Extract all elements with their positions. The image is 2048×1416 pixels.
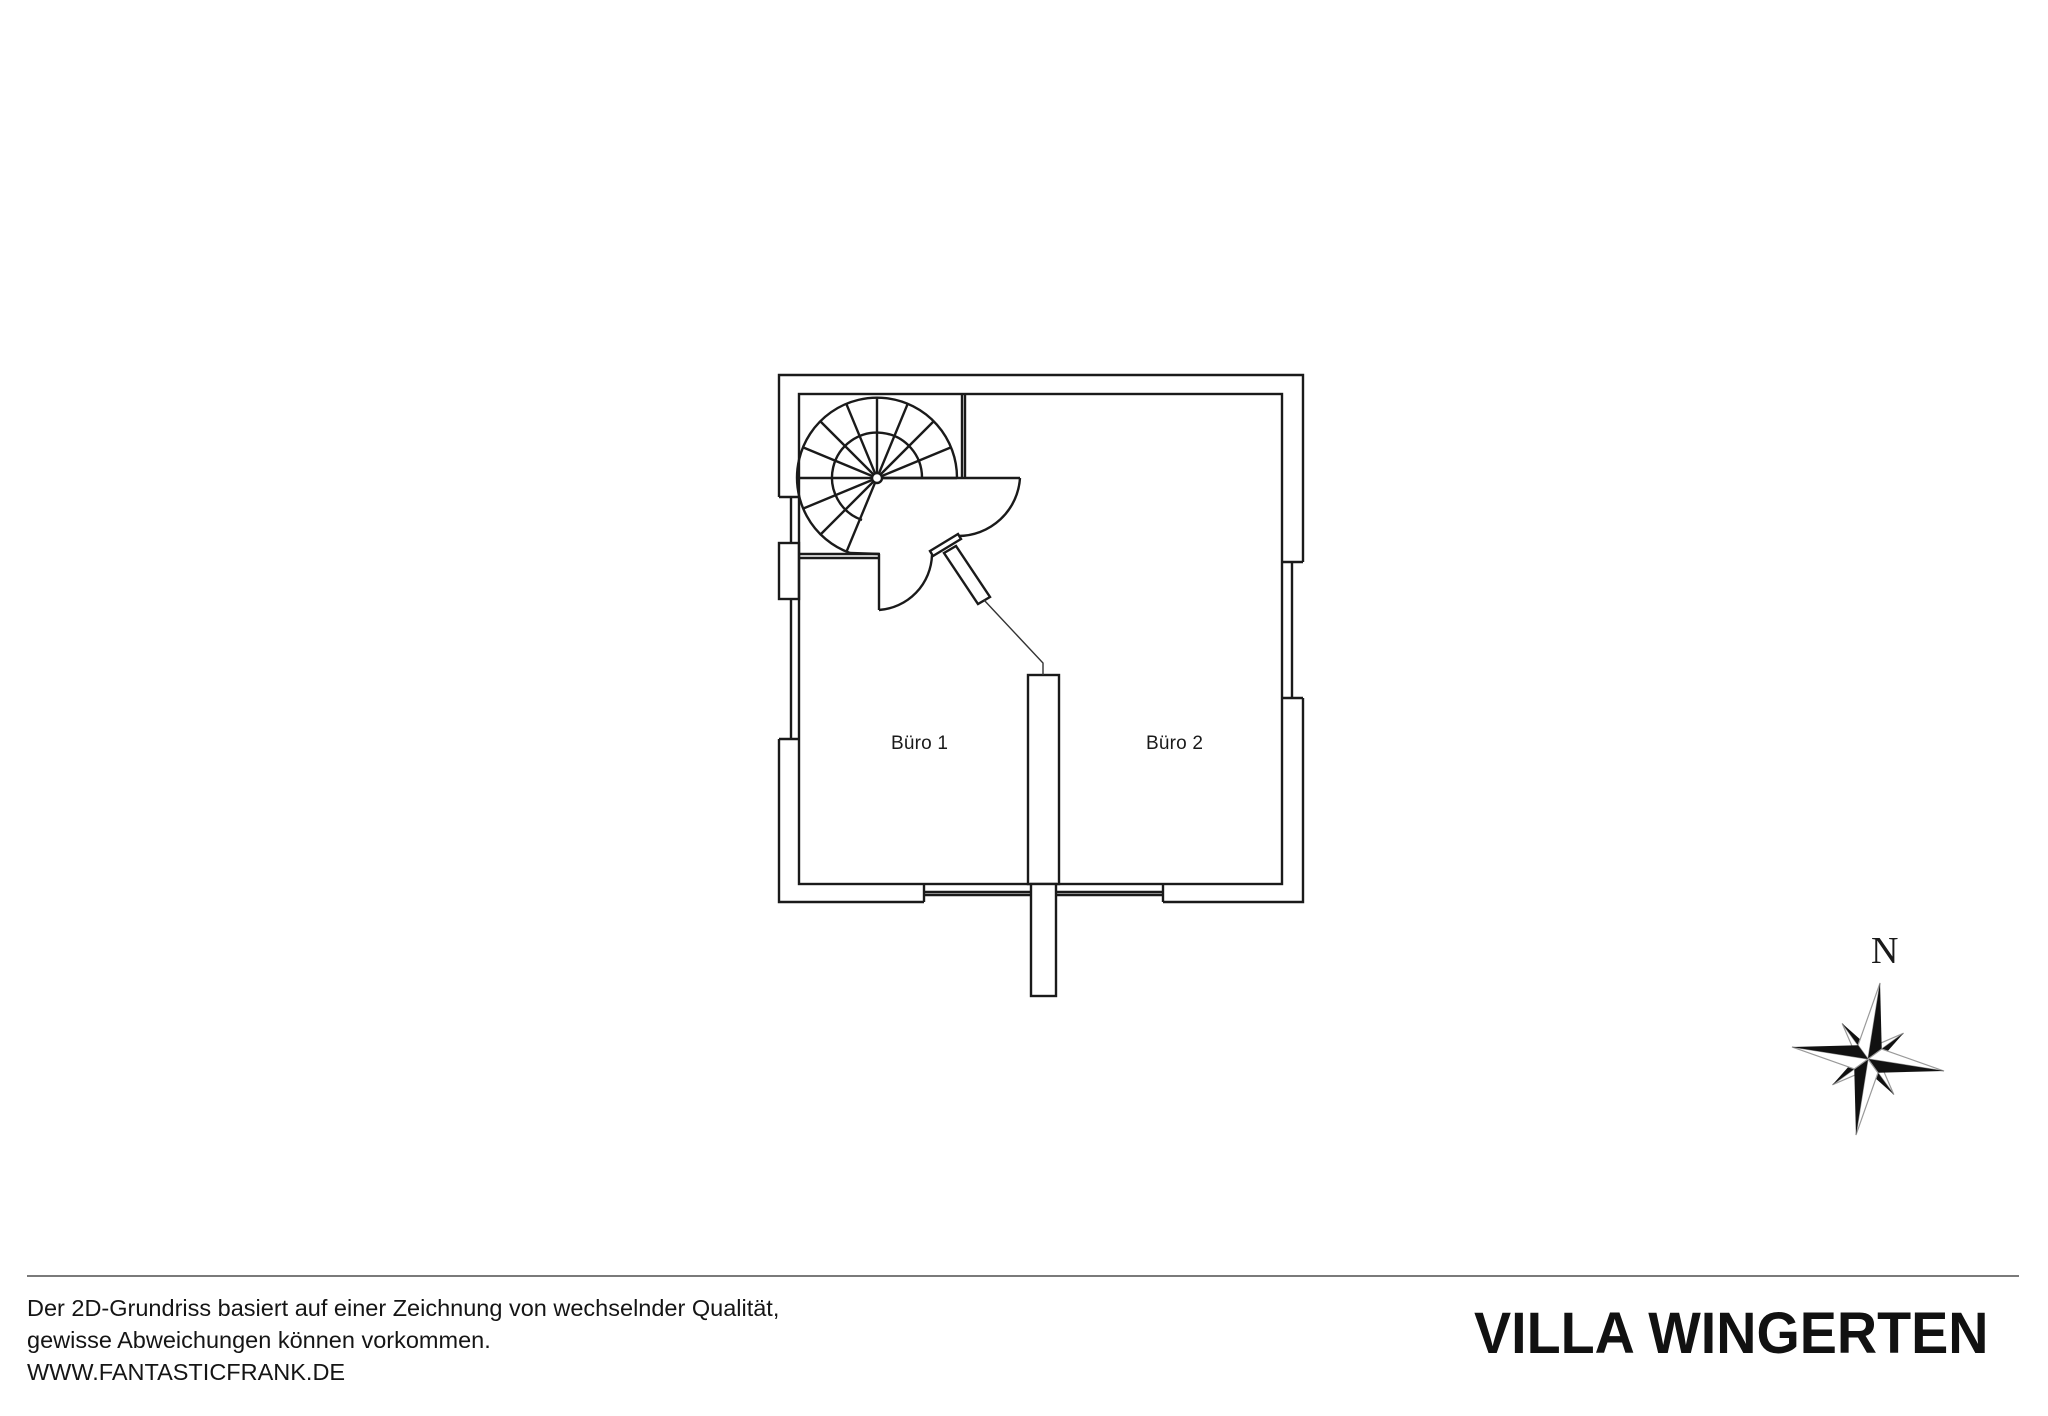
room-label-buero-2: Büro 2 — [1146, 733, 1204, 754]
compass-rose-icon — [1791, 982, 1945, 1136]
property-title: VILLA WINGERTEN — [1474, 1301, 1989, 1366]
room-label-buero-1: Büro 1 — [891, 733, 949, 754]
disclaimer-text: Der 2D-Grundriss basiert auf einer Zeich… — [27, 1292, 779, 1388]
north-label: N — [1871, 930, 1899, 972]
door-swing — [877, 477, 1044, 675]
disclaimer-line-1: Der 2D-Grundriss basiert auf einer Zeich… — [27, 1295, 780, 1321]
spiral-staircase — [795, 396, 1020, 556]
footer-divider — [27, 1275, 2019, 1277]
left-wall-pier — [777, 541, 801, 601]
website-link[interactable]: WWW.FANTASTICFRANK.DE — [27, 1359, 346, 1385]
stair-newel — [870, 471, 884, 485]
partition-wall — [1026, 673, 1061, 998]
disclaimer-line-2: gewisse Abweichungen können vorkommen. — [27, 1327, 491, 1353]
windows — [777, 497, 1294, 897]
